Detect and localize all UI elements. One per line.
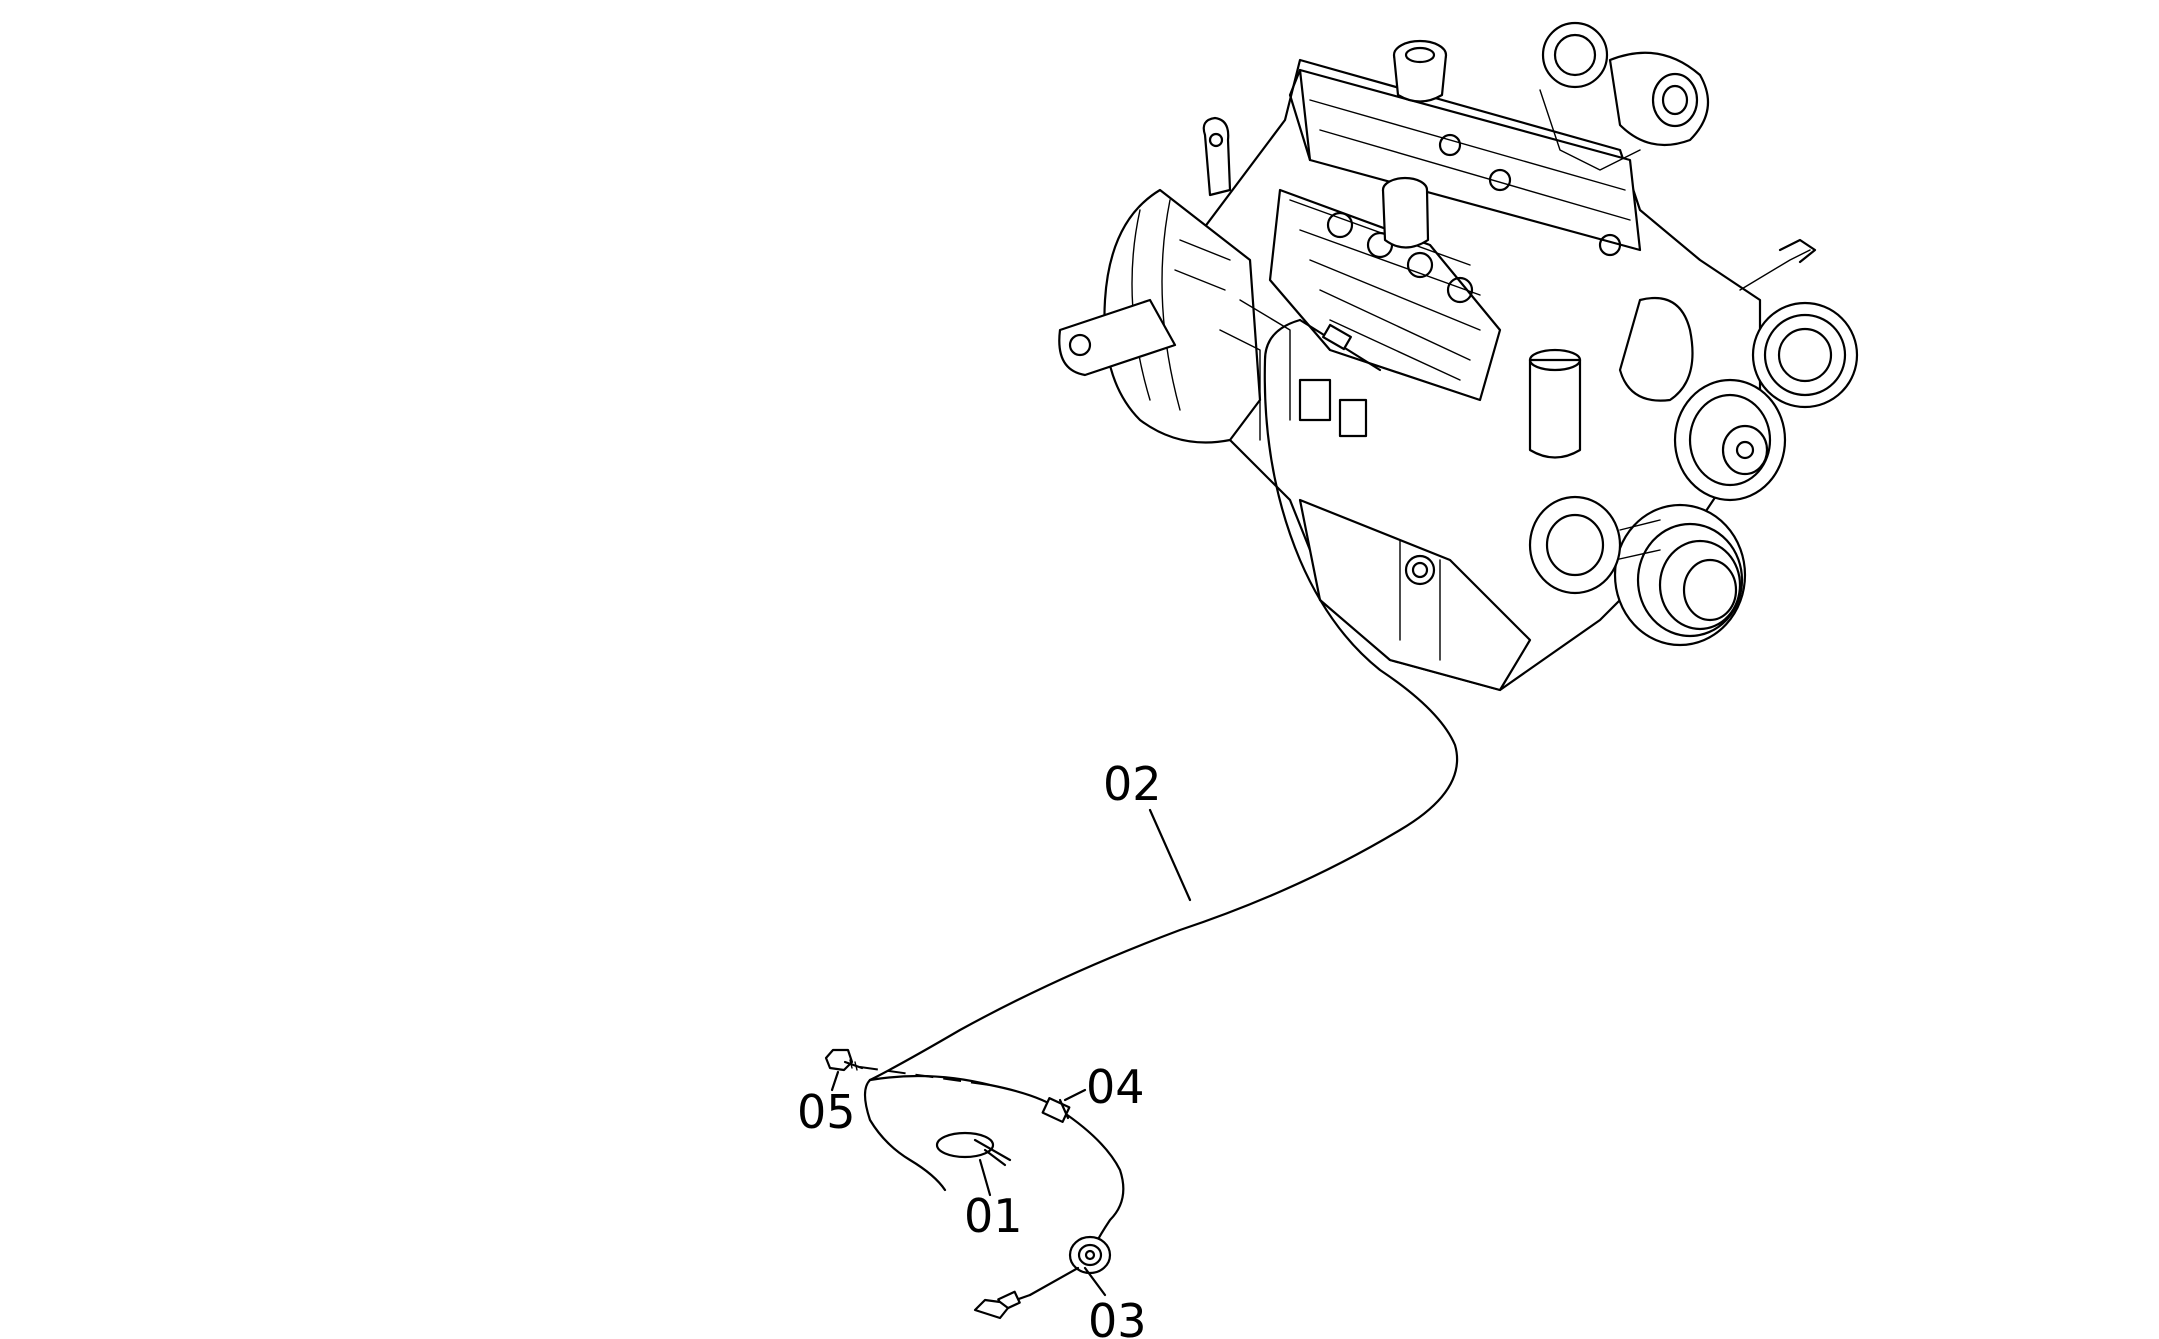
part-03-control-knob <box>973 1235 1112 1320</box>
callout-04: 04 <box>1086 1060 1145 1114</box>
callout-leaders <box>830 808 1192 1297</box>
engine-assembly <box>1058 21 1859 692</box>
throttle-cable <box>859 318 1459 1247</box>
part-05-bolt <box>824 1048 864 1072</box>
callout-02: 02 <box>1103 757 1162 811</box>
part-01-cable-clip <box>935 1131 1012 1167</box>
callout-01: 01 <box>964 1189 1023 1243</box>
callout-03: 03 <box>1088 1294 1147 1339</box>
part-04-cable-clamp <box>1041 1097 1071 1123</box>
callout-05: 05 <box>797 1085 856 1139</box>
